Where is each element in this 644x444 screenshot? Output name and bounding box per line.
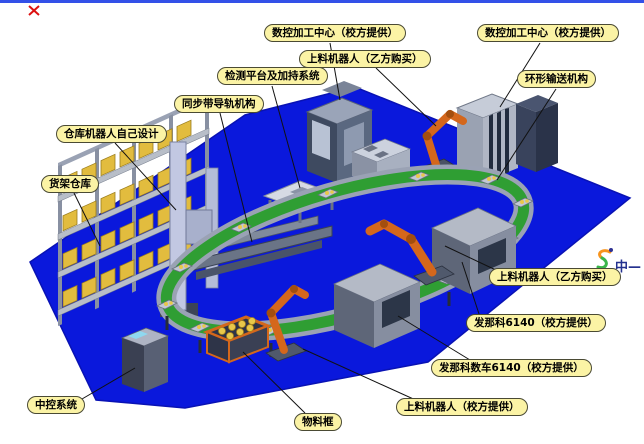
machine-cabinet-dark xyxy=(516,95,558,172)
material-frame-box xyxy=(202,315,273,364)
watermark-text: 中— xyxy=(615,259,641,275)
callout-central-control: 中控系统 xyxy=(27,396,85,414)
callout-loading-robot-right: 上料机器人（乙方购买） xyxy=(489,268,621,286)
control-cabinet xyxy=(120,327,170,392)
loading-robot-right-figure xyxy=(365,219,455,286)
top-border xyxy=(0,0,644,3)
red-marker xyxy=(28,5,40,16)
callout-material-frame: 物料框 xyxy=(294,413,342,431)
callout-shelf-warehouse: 货架仓库 xyxy=(41,175,99,193)
watermark-logo: 中— xyxy=(596,248,641,275)
cnc-machine-right xyxy=(455,93,520,182)
callout-sync-belt-rail: 同步带导轨机构 xyxy=(174,95,264,113)
callout-loading-robot-top: 上料机器人（乙方购买） xyxy=(299,50,431,68)
loading-robot-bottom-figure xyxy=(265,285,309,362)
sync-belt-rail xyxy=(185,215,333,280)
callout-warehouse-robot: 仓库机器人自己设计 xyxy=(56,125,167,143)
callout-fanuc-lathe-6140: 发那科数车6140（校方提供） xyxy=(431,359,592,377)
callout-cnc-center-left: 数控加工中心（校方提供） xyxy=(264,24,406,42)
callout-fanuc-6140: 发那科6140（校方提供） xyxy=(466,314,606,332)
callout-loading-robot-bottom: 上料机器人（校方提供） xyxy=(396,398,528,416)
callout-ring-conveyor: 环形输送机构 xyxy=(517,70,596,88)
callout-cnc-center-right: 数控加工中心（校方提供） xyxy=(477,24,619,42)
callout-detection-platform: 检测平台及加持系统 xyxy=(217,67,328,85)
